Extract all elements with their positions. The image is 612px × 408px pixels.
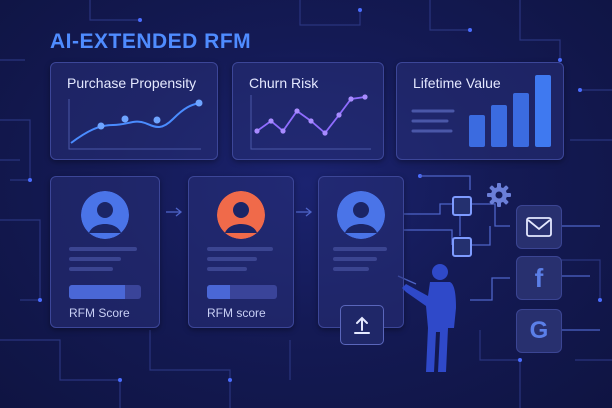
text-placeholder-line <box>333 257 377 261</box>
page-title: AI-EXTENDED RFM <box>50 30 252 53</box>
rfm-score-label: RFM score <box>207 306 266 320</box>
purchase-propensity-line-chart <box>68 99 203 150</box>
text-placeholder-line <box>207 267 247 271</box>
text-placeholder-line <box>333 267 369 271</box>
lifetime-value-bar-chart <box>411 75 551 147</box>
text-placeholder-line <box>207 247 273 251</box>
lifetime-value-card: Lifetime Value <box>396 62 564 160</box>
facebook-icon: f <box>534 262 544 293</box>
avatar <box>337 191 385 239</box>
purchase-propensity-label: Purchase Propensity <box>67 75 197 91</box>
ltv-bar <box>513 93 529 147</box>
text-placeholder-line <box>207 257 257 261</box>
flow-node <box>452 237 472 257</box>
rfm-score-bar-fill <box>69 285 126 299</box>
google-icon: G <box>529 317 549 344</box>
avatar <box>81 191 129 239</box>
text-placeholder-line <box>333 247 387 251</box>
rfm-score-bar-fill <box>207 285 231 299</box>
flow-node <box>452 196 472 216</box>
user-avatar-icon <box>337 191 385 239</box>
lifetime-value-label: Lifetime Value <box>413 75 501 91</box>
upload-icon <box>354 316 370 334</box>
rfm-score-bar <box>69 285 141 299</box>
lifetime-value-bars <box>469 75 551 147</box>
facebook-channel-button[interactable]: f <box>516 256 562 300</box>
ltv-bar <box>535 75 551 147</box>
ltv-bar <box>491 105 507 147</box>
ltv-bar <box>469 115 485 147</box>
rfm-score-bar <box>207 285 277 299</box>
rfm-score-label: RFM Score <box>69 306 130 320</box>
purchase-propensity-card: Purchase Propensity <box>50 62 218 160</box>
churn-risk-card: Churn Risk <box>232 62 384 160</box>
customer-profile-card <box>318 176 404 328</box>
email-channel-button[interactable] <box>516 205 562 249</box>
gear-icon <box>487 183 511 207</box>
user-avatar-icon <box>81 191 129 239</box>
text-placeholder-line <box>69 257 121 261</box>
avatar <box>217 191 265 239</box>
churn-risk-chart <box>250 94 371 150</box>
customer-profile-card: RFM Score <box>50 176 160 328</box>
text-placeholder-line <box>69 267 113 271</box>
mail-icon <box>526 217 552 237</box>
churn-risk-label: Churn Risk <box>249 75 319 91</box>
google-channel-button[interactable]: G <box>516 309 562 353</box>
presenter-figure <box>402 264 456 372</box>
user-avatar-icon <box>217 191 265 239</box>
customer-profile-card: RFM score <box>188 176 294 328</box>
upload-button[interactable] <box>340 305 384 345</box>
text-placeholder-line <box>69 247 137 251</box>
